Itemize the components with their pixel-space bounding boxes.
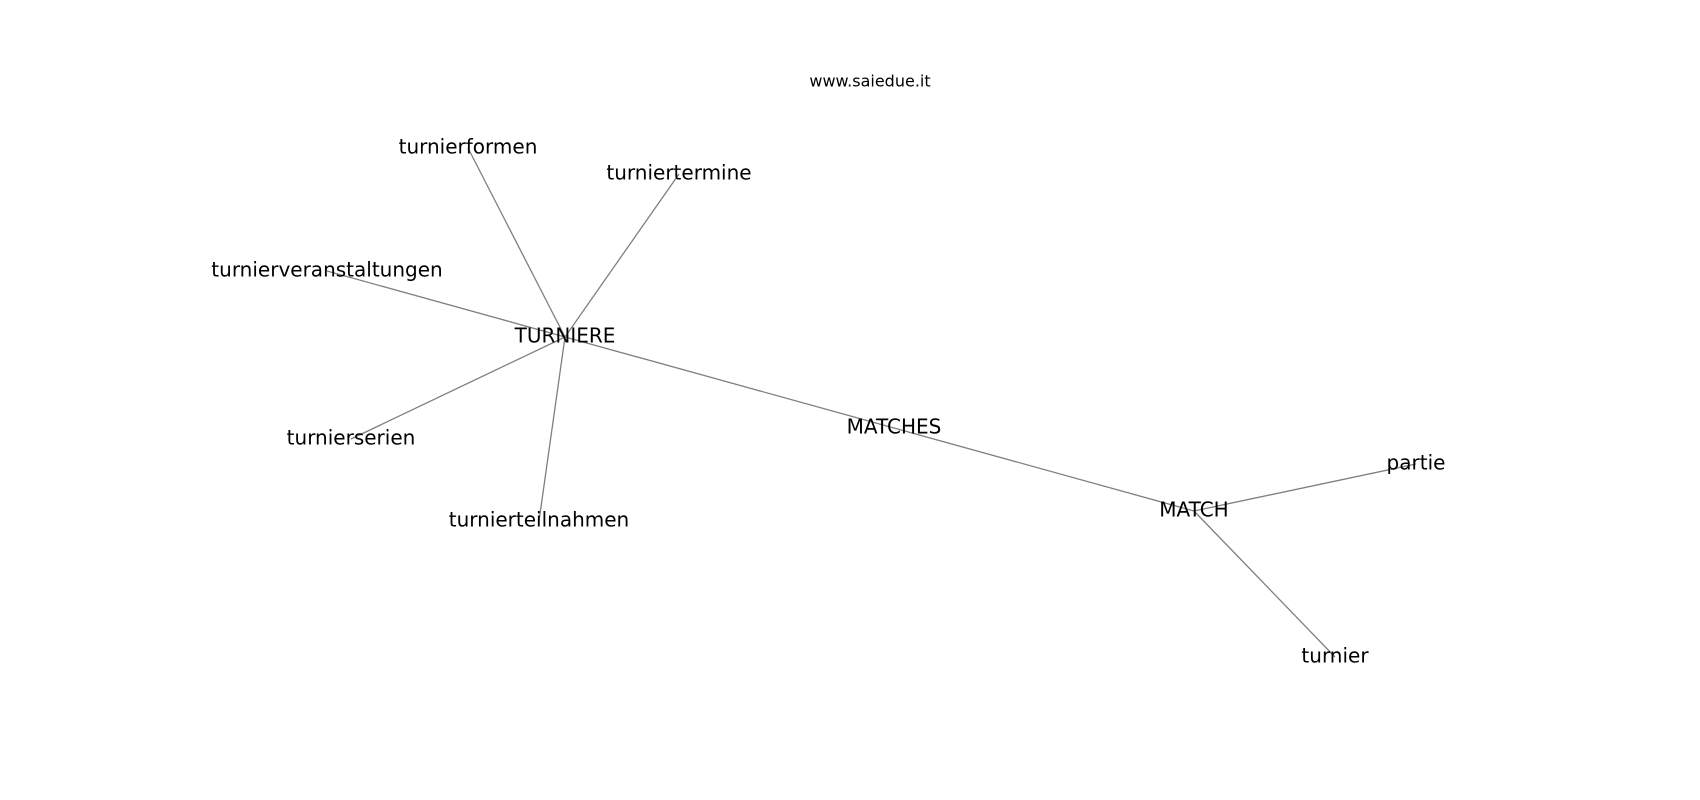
nodes-group: TURNIERE turnierformen turniertermine turni… <box>211 135 1445 668</box>
edge-turniere-turniertermine <box>564 173 680 338</box>
node-label-turnierveranstaltungen: turnierveranstaltungen <box>211 258 442 282</box>
edge-turniere-turnierserien <box>350 336 566 440</box>
edge-turniere-turnierveranstaltungen <box>326 270 566 338</box>
node-label-turniertermine: turniertermine <box>606 161 751 185</box>
node-label-turnierserien: turnierserien <box>287 426 416 450</box>
node-label-turnier: turnier <box>1301 644 1369 668</box>
edge-match-turnier <box>1193 510 1336 658</box>
node-label-matches: MATCHES <box>847 415 942 439</box>
edge-match-partie <box>1193 463 1417 512</box>
edge-turniere-turnierformen <box>467 147 566 338</box>
node-label-turnierteilnahmen: turnierteilnahmen <box>449 508 629 532</box>
node-label-turnierformen: turnierformen <box>399 135 538 159</box>
node-label-turniere: TURNIERE <box>514 324 616 348</box>
node-label-partie: partie <box>1387 451 1446 475</box>
node-label-match: MATCH <box>1159 498 1228 522</box>
edges-group <box>326 147 1417 658</box>
watermark-text: www.saiedue.it <box>809 72 930 91</box>
edge-turniere-turnierteilnahmen <box>538 336 566 522</box>
edge-turniere-matches <box>564 336 895 429</box>
edge-matches-match <box>893 427 1195 512</box>
